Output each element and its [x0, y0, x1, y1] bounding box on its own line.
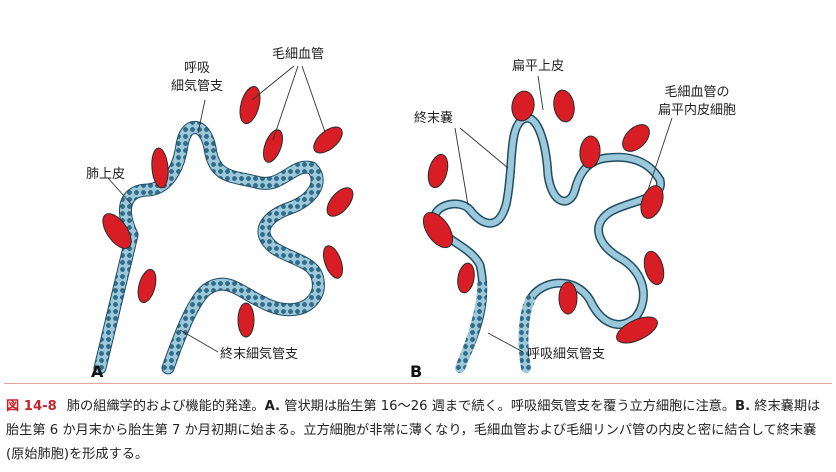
figure-caption: 図 14-8 肺の組織学的および機能的発達。A. 管状期は胎生第 16〜26 週ま… [6, 395, 832, 467]
caption-a-letter: A. [264, 399, 281, 414]
capillary [239, 86, 261, 124]
cuboidal-epithelium-stem [455, 280, 487, 373]
caption-title: 肺の組織学的および機能的発達。 [66, 399, 265, 414]
leader-lines-b [454, 75, 673, 353]
capillary [102, 213, 132, 249]
caption-a-text: 管状期は胎生第 16〜26 週まで続く。呼吸細気管支を覆う立方細胞に注意。 [284, 399, 736, 414]
capillary [622, 124, 650, 152]
caption-b-letter: B. [735, 399, 751, 414]
capillary [262, 129, 284, 163]
label-squamous-epithelium: 扁平上皮 [512, 59, 564, 74]
capillaries-a [102, 86, 354, 338]
panel-letter-b: B [410, 362, 422, 381]
capillary [643, 250, 665, 286]
caption-b-text: 終末嚢期は胎生第 6 か月末から胎生第 7 か月初期に始まる。立方細胞が非常に薄… [6, 399, 821, 462]
leader-lines-a [107, 65, 326, 353]
label-terminal-bronchiole: 終末細気管支 [220, 346, 298, 362]
capillary [151, 147, 169, 189]
label-respiratory-bronchiole: 呼吸細気管支 [527, 346, 605, 362]
capillary [326, 187, 354, 217]
capillary [457, 262, 475, 294]
label-capillary-endothelium-line1: 毛細血管の [664, 85, 729, 100]
panel-a: 呼吸 細気管支 毛細血管 肺上皮 終末細気管支 A [86, 47, 354, 381]
capillary [313, 126, 343, 154]
panel-b: 扁平上皮 毛細血管の 扁平内皮細胞 終末嚢 呼吸細気管支 B [410, 59, 736, 381]
capillary [640, 185, 664, 219]
panel-letter-a: A [91, 362, 104, 381]
capillary [558, 281, 578, 315]
caption-divider [4, 383, 832, 384]
capillary [579, 135, 601, 169]
label-capillary-endothelium-line2: 扁平内皮細胞 [658, 102, 736, 118]
capillary [137, 268, 157, 304]
label-respiratory-bronchiole-line2: 細気管支 [171, 78, 223, 94]
figure-number: 図 14-8 [6, 399, 57, 414]
cuboidal-epithelium-stem-right [518, 295, 535, 373]
cuboidal-epithelium-cells [94, 121, 324, 374]
capillary [237, 302, 255, 338]
capillary [616, 316, 658, 344]
label-lung-epithelium: 肺上皮 [86, 167, 125, 182]
capillary [427, 153, 449, 189]
capillaries-b [422, 89, 665, 344]
capillary [322, 245, 344, 279]
lung-development-figure: 呼吸 細気管支 毛細血管 肺上皮 終末細気管支 A [86, 47, 736, 381]
capillary [553, 89, 575, 123]
label-respiratory-bronchiole-line1: 呼吸 [184, 61, 210, 76]
capillary [511, 90, 535, 122]
label-terminal-sac: 終末嚢 [414, 110, 453, 126]
capillary [422, 211, 454, 249]
squamous-epithelium [431, 115, 664, 371]
label-capillaries: 毛細血管 [272, 47, 324, 62]
